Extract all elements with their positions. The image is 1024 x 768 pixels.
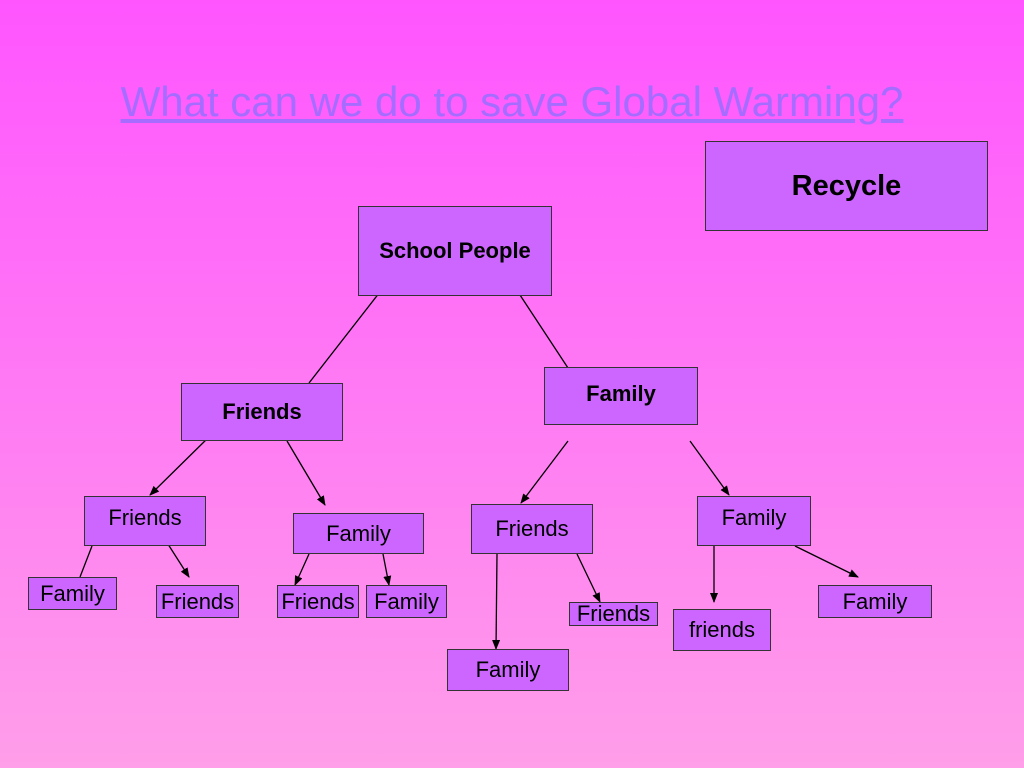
- family-node-level3-4: Family: [366, 585, 447, 618]
- family-label-level3-8: Family: [842, 588, 908, 614]
- friends-node-level1: Friends: [181, 383, 343, 441]
- connector-l2a-to-friends: [165, 540, 190, 578]
- friends-node-level2-left: Friends: [84, 496, 206, 546]
- family-label-level2-left: Family: [326, 520, 391, 546]
- family-node-level3-5: Family: [447, 649, 569, 691]
- friends-node-level2-right: Friends: [471, 504, 593, 554]
- friends-label-level3-2: Friends: [160, 588, 235, 614]
- family-node-level2-left: Family: [293, 513, 424, 554]
- connector-family-to-family: [689, 440, 730, 496]
- family-node-level3-8: Family: [818, 585, 932, 618]
- connector-friends-to-friends: [149, 432, 214, 496]
- family-node-level3-1: Family: [28, 577, 117, 610]
- connector-l2b-to-friends: [294, 553, 310, 586]
- friends-label-level3-7: friends: [688, 617, 756, 642]
- friends-label-level2-right: Friends: [495, 516, 569, 541]
- friends-node-level3-6: Friends: [569, 601, 658, 626]
- connector-l2a-to-family: [79, 545, 93, 578]
- friends-node-level3-3: Friends: [277, 585, 359, 618]
- family-node-level2-right: Family: [697, 496, 811, 546]
- connector-l2d-to-family: [794, 545, 859, 578]
- friends-node-level3-2: Friends: [156, 585, 239, 618]
- recycle-label: Recycle: [791, 169, 902, 202]
- connector-school-to-family: [519, 294, 569, 369]
- slide-title[interactable]: What can we do to save Global Warming?: [120, 78, 904, 125]
- friends-label-level1: Friends: [222, 399, 302, 424]
- friends-label-level3-6: Friends: [576, 601, 651, 626]
- friends-node-level3-7: friends: [673, 609, 771, 651]
- connector-l2c-to-friends: [576, 553, 601, 603]
- family-label-level1: Family: [586, 381, 656, 406]
- school-people-node: School People: [358, 206, 552, 296]
- family-label-level3-1: Family: [40, 580, 105, 606]
- connector-l2b-to-family: [382, 553, 392, 586]
- school-people-label: School People: [379, 238, 531, 263]
- family-label-level3-4: Family: [374, 588, 439, 614]
- connector-l2c-to-family: [492, 553, 501, 650]
- family-node-level1: Family: [544, 367, 698, 425]
- friends-label-level2-left: Friends: [108, 505, 182, 530]
- family-label-level3-5: Family: [475, 657, 541, 682]
- connector-school-to-friends: [308, 287, 384, 384]
- connector-friends-to-family: [286, 440, 326, 506]
- recycle-node: Recycle: [705, 141, 988, 231]
- connector-family-to-friends: [520, 440, 569, 504]
- friends-label-level3-3: Friends: [281, 588, 355, 614]
- family-label-level2-right: Family: [721, 505, 787, 530]
